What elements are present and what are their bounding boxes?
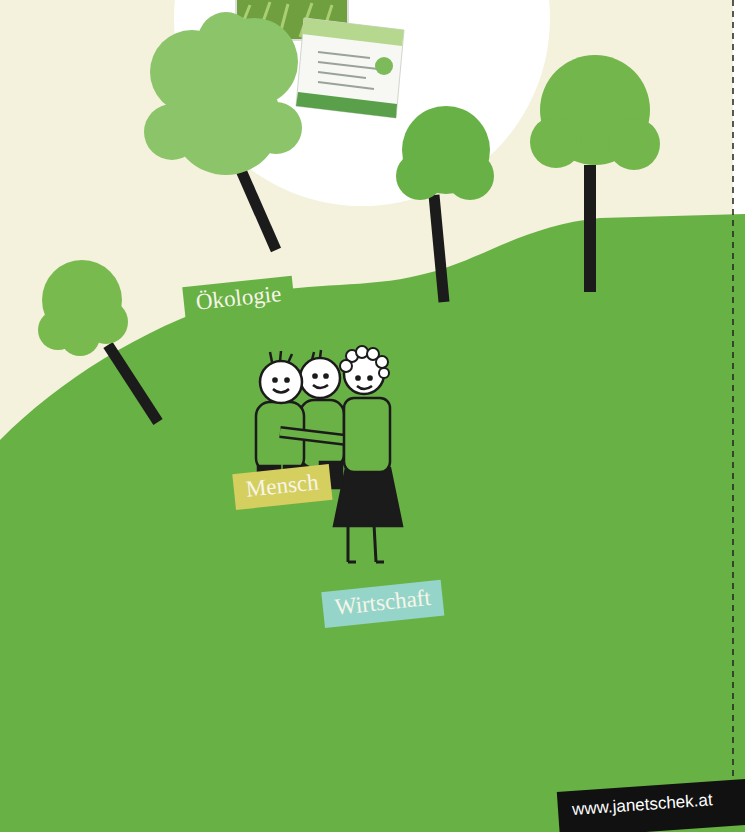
person-eye [273, 378, 276, 381]
tree-trunk [108, 345, 158, 422]
person-eye [324, 374, 327, 377]
person-feet [348, 561, 384, 564]
person-smile [273, 389, 289, 393]
brochure-dot [375, 57, 393, 75]
tree-crown [144, 12, 302, 175]
person-smile [313, 385, 328, 388]
person-arm [280, 432, 346, 440]
person-legs [258, 466, 280, 490]
tree-crown [396, 106, 494, 200]
band-fill [0, 214, 745, 832]
person-hair [270, 351, 292, 363]
brochure-band [296, 92, 397, 118]
white-circle [174, 0, 550, 206]
tree-crown [530, 55, 660, 170]
white-margin [733, 0, 745, 240]
person-curls [340, 346, 389, 378]
tree-trunk [240, 168, 276, 250]
tree [530, 55, 660, 292]
dashed-cut-line [732, 0, 734, 790]
person-body [300, 400, 344, 468]
grass-photo [236, 0, 348, 40]
person-head [300, 358, 340, 398]
person-head [344, 354, 384, 394]
brochure-sheet [296, 18, 404, 118]
person-body [256, 402, 304, 472]
person-legs [284, 466, 306, 490]
tree [144, 12, 302, 250]
tree-crown [38, 260, 128, 356]
person-head [260, 361, 302, 403]
brochure-picture [236, 0, 404, 118]
person-skirt [334, 468, 402, 526]
tree [396, 106, 494, 302]
person-eye [368, 376, 371, 379]
person-hair [312, 350, 321, 360]
person-eye [313, 374, 316, 377]
person-smile [357, 386, 372, 389]
brochure-band [302, 18, 404, 46]
people [256, 346, 402, 562]
brochure-lines [318, 52, 378, 89]
person-body [344, 398, 390, 472]
tree [38, 260, 158, 422]
tree-trunk [434, 195, 444, 302]
person-legs [320, 462, 342, 488]
grass-blades [240, 2, 332, 37]
tree-trunk [584, 165, 596, 292]
person-eye [285, 378, 288, 381]
person-arm [280, 432, 346, 440]
person-eye [356, 376, 359, 379]
person-legs [348, 524, 376, 562]
